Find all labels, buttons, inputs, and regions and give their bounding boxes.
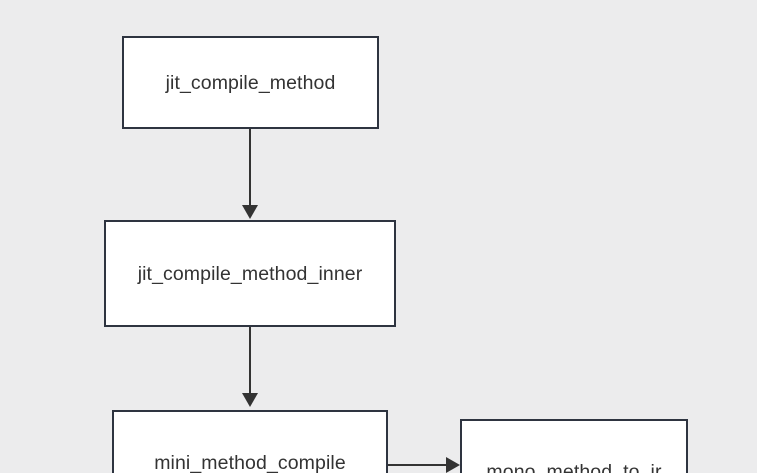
edge-inner-to-mini-method-compile [249,327,251,395]
arrowhead-right-icon [446,457,460,473]
node-label: jit_compile_method_inner [137,262,363,285]
node-label: mini_method_compile [154,451,346,473]
node-jit-compile-method[interactable]: jit_compile_method [122,36,379,129]
edge-jit-compile-method-to-inner [249,129,251,207]
node-jit-compile-method-inner[interactable]: jit_compile_method_inner [104,220,396,327]
node-label: jit_compile_method [165,71,336,94]
node-mini-method-compile[interactable]: mini_method_compile [112,410,388,473]
node-mono-method-to-ir[interactable]: mono_method_to_ir [460,419,688,473]
edge-mini-method-compile-to-mono-method-to-ir [388,464,448,466]
arrowhead-down-icon [242,205,258,219]
node-label: mono_method_to_ir [486,460,662,473]
arrowhead-down-icon [242,393,258,407]
